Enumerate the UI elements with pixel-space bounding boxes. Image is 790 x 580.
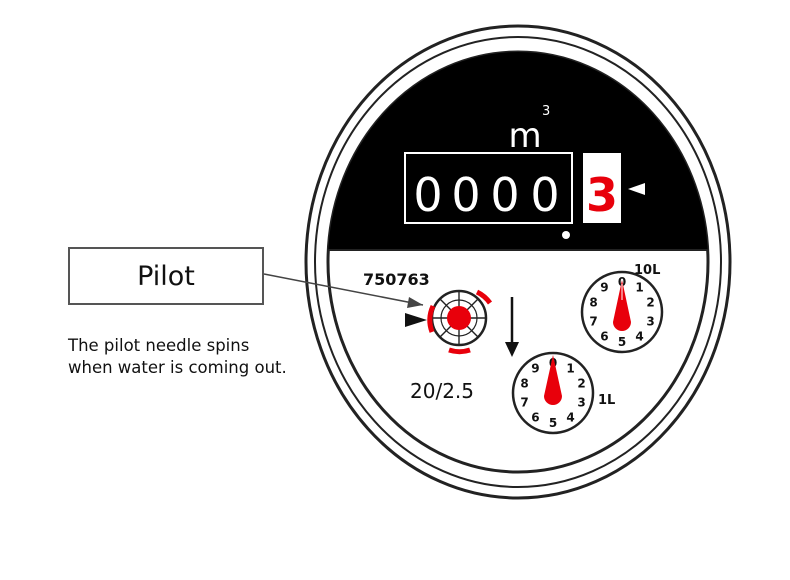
odometer-digit-2: 0 <box>451 168 480 222</box>
dial-1l-label: 1L <box>598 393 615 408</box>
dial-10l-number-7: 7 <box>589 314 597 328</box>
callout-arrowhead-icon <box>407 297 423 308</box>
dial-10l-number-4: 4 <box>635 329 643 343</box>
dial-1l-number-9: 9 <box>531 362 539 376</box>
odometer-red-digit: 3 <box>586 168 618 222</box>
serial-number: 750763 <box>363 270 430 289</box>
pilot-marker-icon <box>405 313 427 327</box>
dial-10l-number-5: 5 <box>618 335 626 349</box>
unit-exponent: 3 <box>542 104 550 119</box>
meter-middle-ring <box>314 36 722 488</box>
dial-1l-number-5: 5 <box>549 416 557 430</box>
dial-1l-number-8: 8 <box>520 377 528 391</box>
pilot-caption: The pilot needle spins when water is com… <box>68 335 338 379</box>
callout-leader-line <box>263 273 424 306</box>
rating-label: 20/2.5 <box>410 379 474 403</box>
odometer-pointer-icon <box>628 183 645 195</box>
odometer-digit-3: 0 <box>490 168 519 222</box>
pilot-indicator <box>427 289 493 355</box>
dial-1l: 0123456789 <box>511 351 595 435</box>
dial-10l-number-6: 6 <box>600 329 608 343</box>
dial-10l-number-9: 9 <box>600 281 608 295</box>
dial-1l-number-7: 7 <box>520 395 528 409</box>
odometer-digit-1: 0 <box>413 168 442 222</box>
odometer-window <box>404 152 573 224</box>
flow-arrowhead-icon <box>505 342 519 357</box>
dial-10l-number-3: 3 <box>646 314 654 328</box>
dial-1l-number-2: 2 <box>577 377 585 391</box>
dial-10l-number-2: 2 <box>646 296 654 310</box>
caption-line-2: when water is coming out. <box>68 358 287 377</box>
decimal-dot <box>562 231 570 239</box>
dial-10l-number-1: 1 <box>635 281 643 295</box>
pilot-needle <box>447 306 471 330</box>
dial-1l-number-6: 6 <box>531 410 539 424</box>
dial-1l-number-4: 4 <box>566 410 574 424</box>
dial-10l-number-8: 8 <box>589 296 597 310</box>
pilot-callout-box: Pilot <box>68 247 264 305</box>
odometer-digit-4: 0 <box>530 168 559 222</box>
dial-1l-number-3: 3 <box>577 395 585 409</box>
dial-1l-needle <box>544 355 562 405</box>
dial-10l: 0123456789 <box>580 270 664 354</box>
caption-line-1: The pilot needle spins <box>68 336 250 355</box>
dial-10l-label: 10L <box>634 263 660 278</box>
unit-label: m <box>508 116 541 156</box>
dial-10l-needle <box>613 280 631 331</box>
odometer-red-window <box>583 153 621 223</box>
dial-1l-number-1: 1 <box>566 362 574 376</box>
pilot-callout-label: Pilot <box>137 260 195 292</box>
